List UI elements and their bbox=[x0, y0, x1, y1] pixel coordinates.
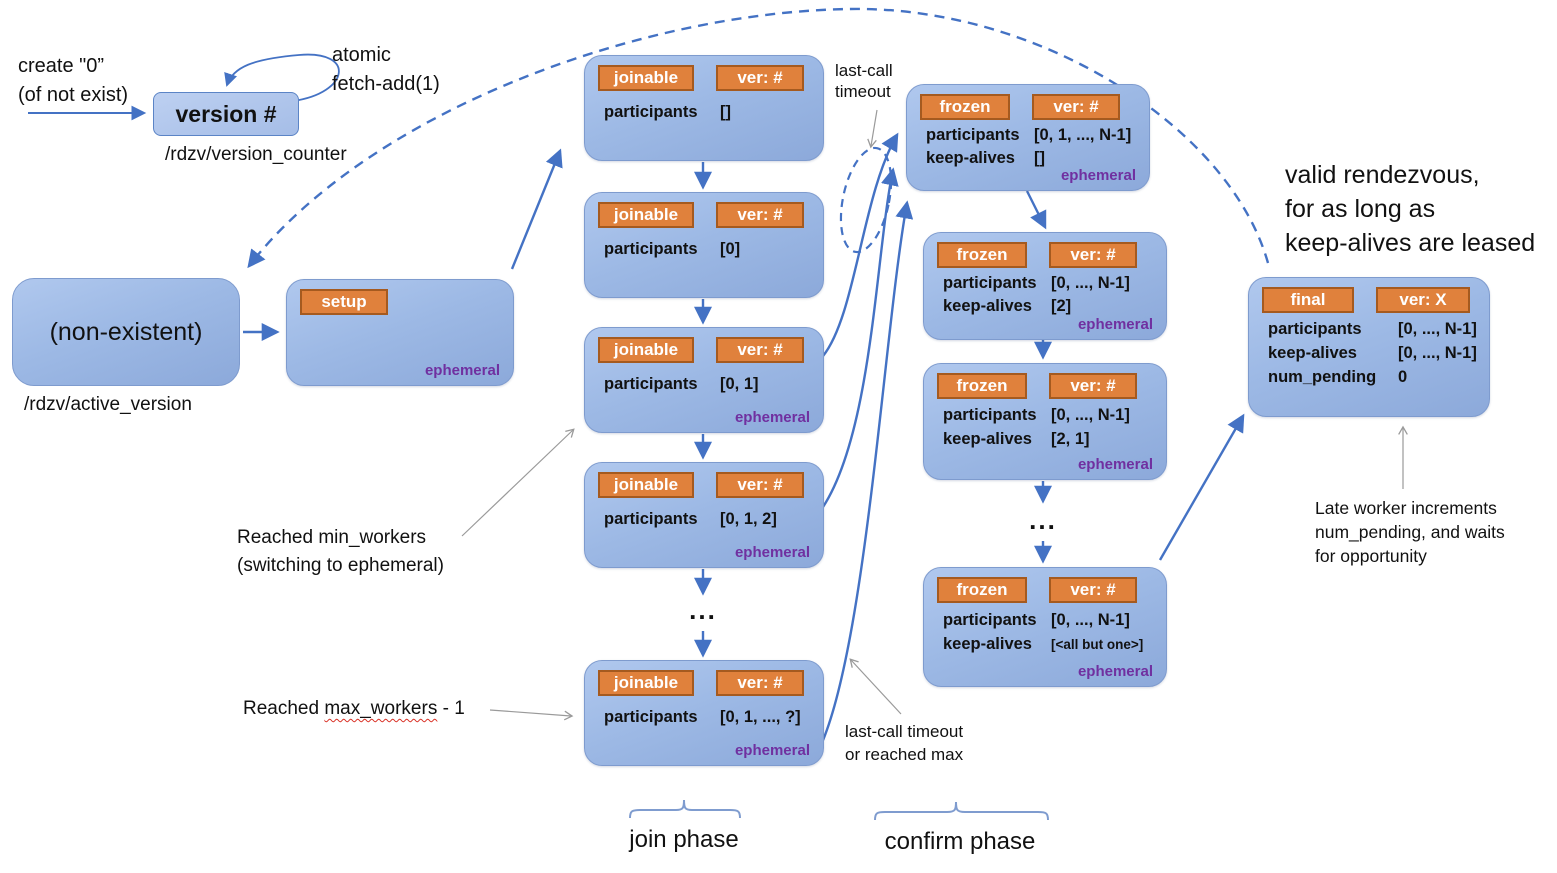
joinable3-to-frozen-arrow bbox=[822, 132, 899, 357]
last-call-timeout-ellipse bbox=[839, 146, 893, 254]
participants-row: participants [0, 1, ..., N-1] bbox=[926, 126, 1132, 144]
active-version-path: /rdzv/active_version bbox=[24, 394, 192, 415]
joinable-state-box-4: joinable ver: # participants [0, 1, 2] e… bbox=[584, 462, 824, 568]
frozen-state-box-3: frozen ver: # participants [0, ..., N-1]… bbox=[923, 363, 1167, 480]
participants-row: participants [] bbox=[604, 103, 731, 121]
joinable-state-box-3: joinable ver: # participants [0, 1] ephe… bbox=[584, 327, 824, 433]
keep-alives-row: keep-alives [2] bbox=[943, 297, 1072, 315]
version-badge: ver: # bbox=[716, 202, 804, 228]
reached-max-workers-label: Reached max_workers - 1 bbox=[243, 698, 465, 719]
confirm-phase-bracket bbox=[874, 801, 1049, 821]
keep-alives-row: keep-alives [] bbox=[926, 149, 1045, 167]
confirm-phase-label: confirm phase bbox=[884, 828, 1036, 855]
frozen-state-box-4: frozen ver: # participants [0, ..., N-1]… bbox=[923, 567, 1167, 687]
ephemeral-label: ephemeral bbox=[1077, 663, 1153, 680]
state-badge: joinable bbox=[598, 65, 694, 91]
keep-alives-row: keep-alives [0, ..., N-1] bbox=[1268, 344, 1477, 362]
ephemeral-label: ephemeral bbox=[1060, 167, 1136, 184]
version-badge: ver: X bbox=[1376, 287, 1470, 313]
nonexistent-label: (non-existent) bbox=[49, 317, 203, 346]
frozen-state-box-2: frozen ver: # participants [0, ..., N-1]… bbox=[923, 232, 1167, 340]
join-column-ellipsis: ... bbox=[689, 595, 717, 625]
last-call-timeout-label: last-call timeout bbox=[835, 61, 893, 101]
state-badge: joinable bbox=[598, 670, 694, 696]
version-badge: ver: # bbox=[716, 65, 804, 91]
frozen-state-box-1: frozen ver: # participants [0, 1, ..., N… bbox=[906, 84, 1150, 191]
confirm-column-ellipsis: ... bbox=[1029, 505, 1057, 535]
state-badge: frozen bbox=[937, 577, 1027, 603]
state-badge: frozen bbox=[937, 373, 1027, 399]
state-badge: joinable bbox=[598, 472, 694, 498]
joinable5-to-frozen-arrow bbox=[819, 200, 914, 746]
timeout-pointer-arrow bbox=[867, 109, 878, 149]
atomic-fetch-add-label: atomic fetch-add(1) bbox=[332, 44, 440, 95]
setup-state-box: setup ephemeral bbox=[286, 279, 514, 386]
ephemeral-label: ephemeral bbox=[734, 409, 810, 426]
joinable4-to-frozen-arrow bbox=[821, 167, 899, 508]
join-phase-bracket bbox=[629, 799, 741, 819]
state-badge: frozen bbox=[920, 94, 1010, 120]
ephemeral-label: ephemeral bbox=[734, 742, 810, 759]
ephemeral-label: ephemeral bbox=[1077, 316, 1153, 333]
setup-state-badge: setup bbox=[300, 289, 388, 315]
create-version-label: create "0” (of not exist) bbox=[18, 55, 129, 106]
keep-alives-row: keep-alives [<all but one>] bbox=[943, 635, 1144, 653]
participants-row: participants [0, ..., N-1] bbox=[943, 274, 1130, 292]
version-badge: ver: # bbox=[716, 670, 804, 696]
participants-row: participants [0, 1, ..., ?] bbox=[604, 708, 801, 726]
joinable-state-box-1: joinable ver: # participants [] bbox=[584, 55, 824, 161]
frozen-to-final-arrow bbox=[1158, 413, 1245, 561]
setup-to-joinable-arrow bbox=[510, 148, 563, 270]
participants-row: participants [0, ..., N-1] bbox=[943, 611, 1130, 629]
version-counter-label: version # bbox=[175, 100, 277, 127]
version-counter-path: /rdzv/version_counter bbox=[165, 144, 347, 165]
state-badge: joinable bbox=[598, 337, 694, 363]
participants-row: participants [0, ..., N-1] bbox=[1268, 320, 1477, 338]
version-badge: ver: # bbox=[1049, 577, 1137, 603]
joinable-state-box-5: joinable ver: # participants [0, 1, ...,… bbox=[584, 660, 824, 766]
ephemeral-label: ephemeral bbox=[734, 544, 810, 561]
state-badge: joinable bbox=[598, 202, 694, 228]
final-state-box: final ver: X participants [0, ..., N-1] … bbox=[1248, 277, 1490, 417]
ephemeral-label: ephemeral bbox=[1077, 456, 1153, 473]
frozen-arrow-1 bbox=[1025, 190, 1047, 230]
ephemeral-label: ephemeral bbox=[424, 362, 500, 379]
valid-rendezvous-label: valid rendezvous, for as long as keep-al… bbox=[1285, 161, 1536, 257]
state-badge: final bbox=[1262, 287, 1354, 313]
max-workers-pointer-arrow bbox=[489, 709, 574, 721]
rendezvous-recycle-dashed-arrow bbox=[247, 7, 1270, 269]
last-call-or-max-label: last-call timeout or reached max bbox=[845, 722, 964, 764]
state-badge: frozen bbox=[937, 242, 1027, 268]
max-workers-misspelled-word: max_workers bbox=[324, 698, 438, 719]
nonexistent-node: (non-existent) bbox=[12, 278, 240, 386]
last-call-or-max-pointer-arrow bbox=[849, 658, 902, 715]
late-worker-label: Late worker increments num_pending, and … bbox=[1315, 498, 1505, 566]
num-pending-row: num_pending 0 bbox=[1268, 368, 1408, 386]
reached-min-workers-label: Reached min_workers (switching to epheme… bbox=[237, 527, 444, 576]
participants-row: participants [0, 1, 2] bbox=[604, 510, 777, 528]
participants-row: participants [0] bbox=[604, 240, 741, 258]
version-badge: ver: # bbox=[1032, 94, 1120, 120]
joinable-state-box-2: joinable ver: # participants [0] bbox=[584, 192, 824, 298]
min-workers-pointer-arrow bbox=[461, 428, 575, 537]
join-phase-label: join phase bbox=[629, 826, 739, 853]
version-badge: ver: # bbox=[1049, 373, 1137, 399]
version-counter-node: version # bbox=[153, 92, 299, 136]
version-badge: ver: # bbox=[716, 337, 804, 363]
participants-row: participants [0, ..., N-1] bbox=[943, 406, 1130, 424]
version-badge: ver: # bbox=[1049, 242, 1137, 268]
version-badge: ver: # bbox=[716, 472, 804, 498]
fetch-add-self-loop-arrow bbox=[224, 53, 340, 102]
keep-alives-row: keep-alives [2, 1] bbox=[943, 430, 1090, 448]
participants-row: participants [0, 1] bbox=[604, 375, 759, 393]
